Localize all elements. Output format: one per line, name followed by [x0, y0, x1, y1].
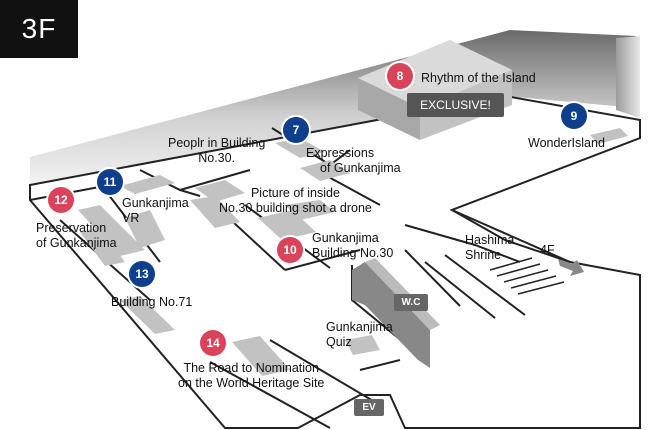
ev-tag: EV — [354, 399, 384, 416]
right-wall — [616, 36, 640, 118]
upstairs-label: 4F — [540, 243, 555, 257]
floor-area — [29, 94, 641, 429]
spot-marker-13[interactable]: 13 — [129, 261, 155, 287]
floor-indicator: 3F — [0, 0, 78, 58]
expressions-label: Expressions of Gunkanjima — [306, 146, 401, 176]
spot-label-10: Gunkanjima Building No.30 — [312, 231, 393, 261]
expressions-line1: Expressions — [306, 146, 375, 160]
shrine-line1: Hashima — [465, 233, 515, 247]
quiz-line2: Quiz — [326, 335, 352, 349]
spot-marker-9[interactable]: 9 — [561, 103, 587, 129]
spot-marker-8[interactable]: 8 — [387, 63, 413, 89]
spot-label-11: Gunkanjima VR — [122, 196, 189, 226]
rhythm-block-front — [358, 78, 420, 140]
spot-marker-11[interactable]: 11 — [97, 169, 123, 195]
spot-label-9: WonderIsland — [528, 136, 605, 150]
stairs — [489, 257, 565, 295]
arrow-4f — [558, 259, 584, 276]
drone-line2: No.30 building shot a drone — [219, 201, 372, 215]
spot-label-10-line2: Building No.30 — [312, 246, 394, 260]
shrine-line2: Shrine — [465, 248, 502, 262]
spot-marker-12[interactable]: 12 — [48, 187, 74, 213]
expressions-line2: of Gunkanjima — [320, 161, 401, 175]
spot-label-11-line1: Gunkanjima — [122, 196, 189, 210]
spot-label-14-line2: on the World Heritage Site — [178, 376, 325, 390]
spot-label-13: Building No.71 — [111, 295, 193, 309]
spot-label-14-line1: The Road to Nomination — [183, 361, 319, 375]
exclusive-badge: EXCLUSIVE! — [407, 93, 504, 117]
spot-label-11-line2: VR — [122, 211, 140, 225]
spot-marker-10[interactable]: 10 — [277, 237, 303, 263]
drone-label: Picture of inside No.30 building shot a … — [219, 186, 372, 216]
spot-marker-7[interactable]: 7 — [283, 117, 309, 143]
quiz-line1: Gunkanjima — [326, 320, 393, 334]
quiz-label: Gunkanjima Quiz — [326, 320, 393, 350]
drone-line1: Picture of inside — [250, 186, 340, 200]
spot-label-7-line2: No.30. — [198, 151, 236, 165]
spot-label-7-line1: Peoplr in Building — [168, 136, 266, 150]
spot-label-8: Rhythm of the Island — [421, 71, 536, 85]
spot-label-12-line2: of Gunkanjima — [36, 236, 117, 250]
spot-marker-14[interactable]: 14 — [200, 330, 226, 356]
spot-label-12: Preservation of Gunkanjima — [36, 221, 117, 251]
shrine-label: Hashima Shrine — [465, 233, 514, 263]
rhythm-block-top — [358, 40, 512, 108]
wc-wall — [352, 262, 430, 368]
spot-label-10-line1: Gunkanjima — [312, 231, 379, 245]
spot-label-7: Peoplr in Building No.30. — [168, 136, 265, 166]
wc-tag: W.C — [394, 294, 428, 311]
spot-label-14: The Road to Nomination on the World Heri… — [178, 361, 324, 391]
spot-label-12-line1: Preservation — [36, 221, 107, 235]
